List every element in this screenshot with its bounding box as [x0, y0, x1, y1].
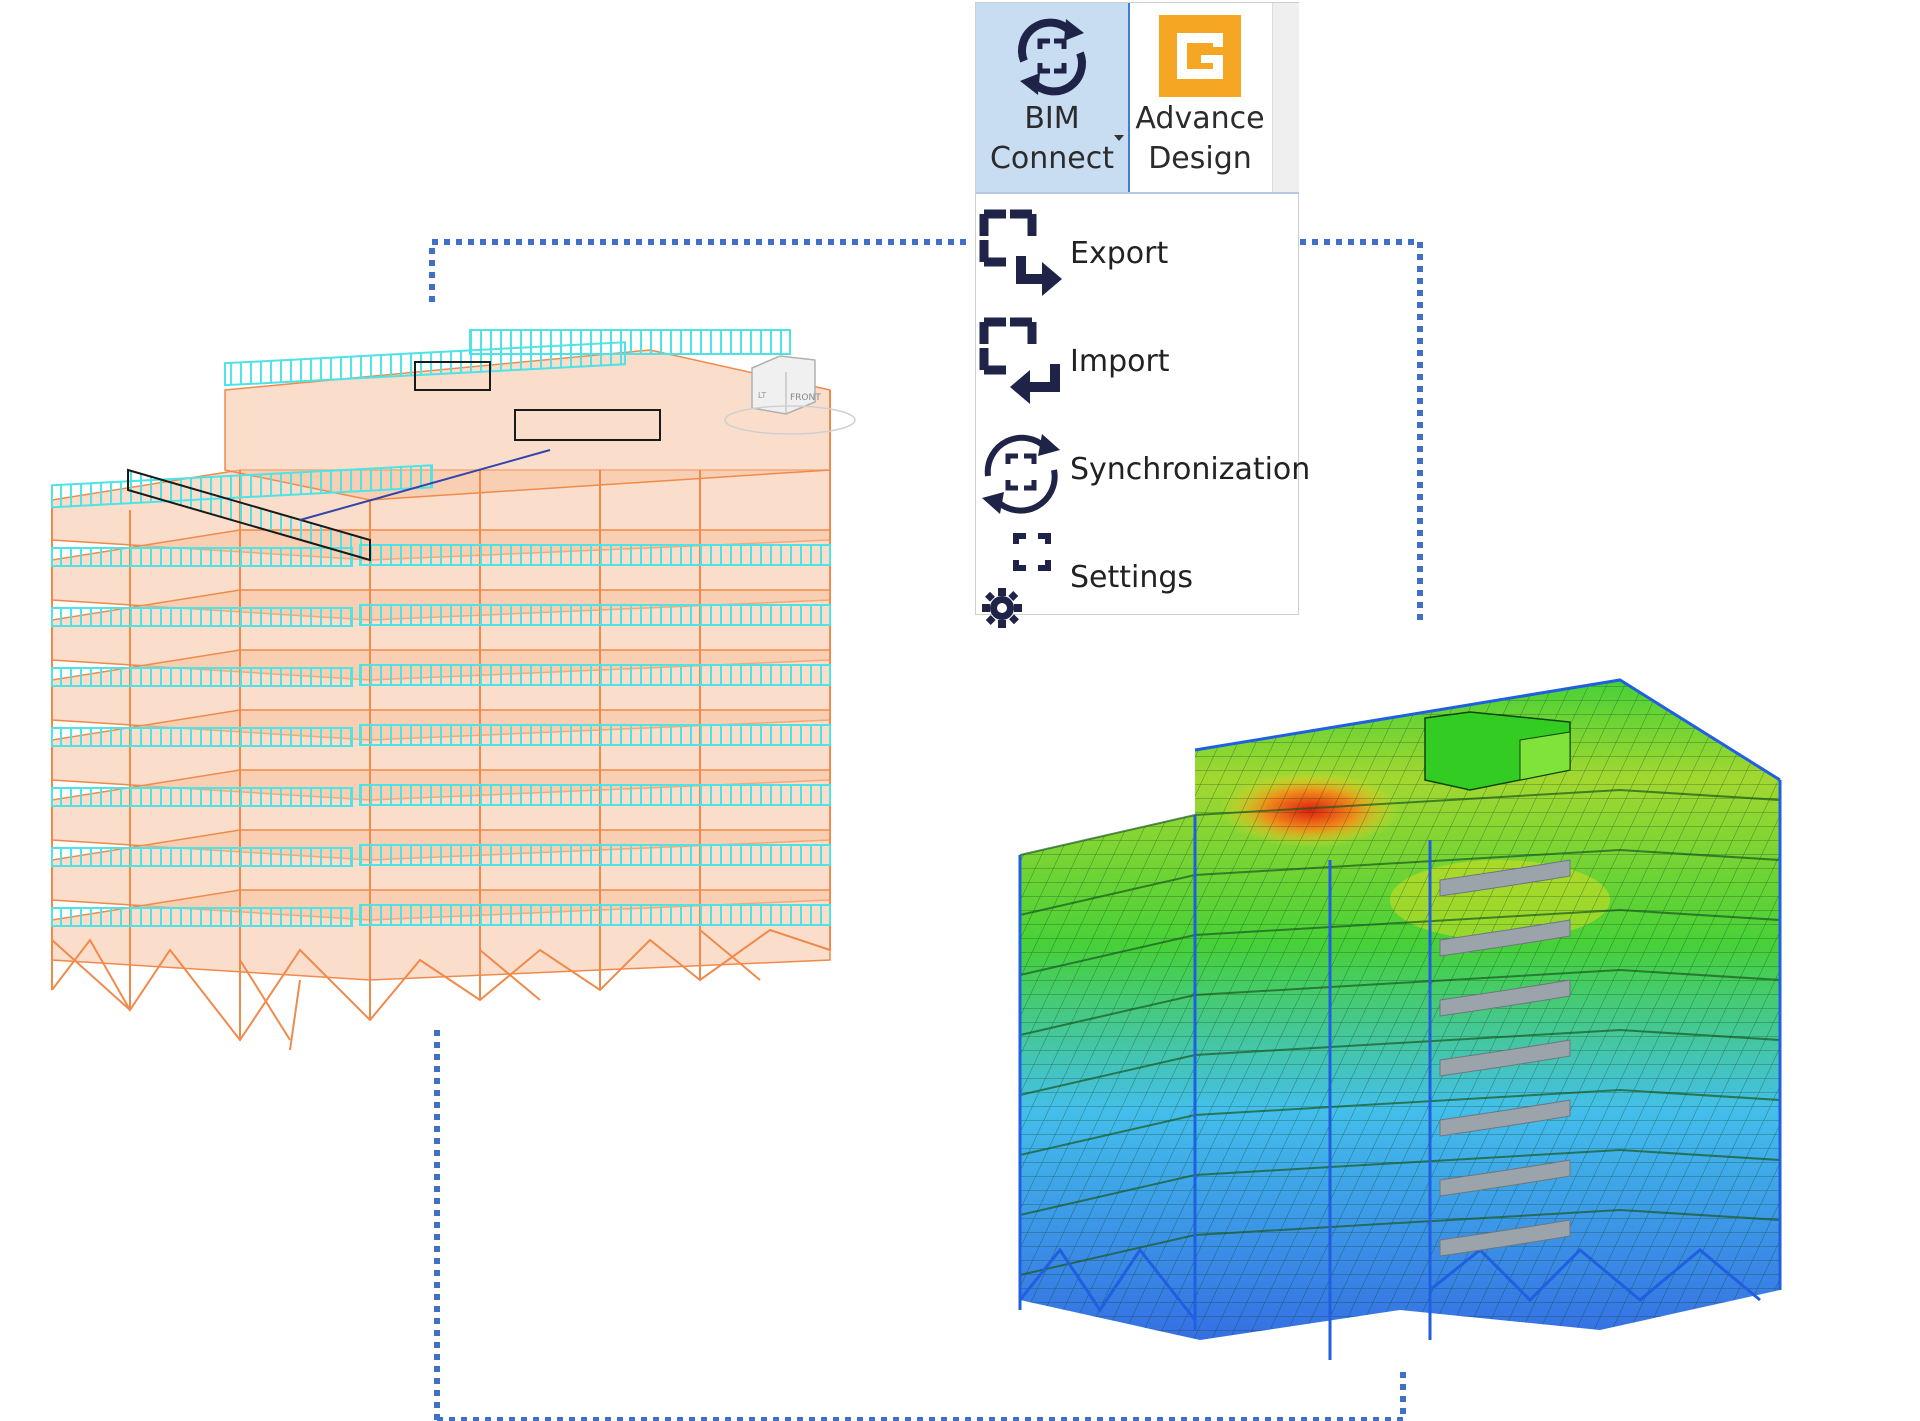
chevron-down-icon[interactable]	[1114, 135, 1124, 141]
advance-design-button[interactable]: Advance Design	[1130, 3, 1270, 193]
menu-item-export-label: Export	[1070, 236, 1169, 271]
menu-item-synchronization[interactable]: Synchronization	[976, 422, 1310, 526]
advance-design-label-line1: Advance	[1135, 101, 1265, 136]
bim-connect-label-line2: Connect	[989, 141, 1115, 176]
menu-item-settings[interactable]: Settings	[976, 530, 1298, 634]
view-cube[interactable]: FRONT LT	[724, 355, 856, 435]
synchronization-icon	[982, 434, 1060, 514]
menu-item-synchronization-label: Synchronization	[1070, 452, 1311, 487]
view-cube-front-label: FRONT	[790, 393, 821, 403]
bim-connect-button[interactable]: BIM Connect	[976, 3, 1130, 193]
view-cube-side-label: LT	[758, 391, 766, 400]
ribbon-overflow-strip	[1272, 3, 1299, 193]
fe-analysis-model-3d	[1018, 678, 1782, 1360]
connector-lines	[429, 239, 1423, 1421]
import-icon	[979, 317, 1060, 404]
menu-item-import-label: Import	[1070, 344, 1170, 379]
settings-gear-icon	[982, 533, 1051, 628]
analytical-model-3d: FRONT LT	[51, 329, 856, 1051]
bim-connect-label-line1: BIM	[1024, 101, 1080, 136]
menu-item-export[interactable]: Export	[976, 206, 1298, 310]
menu-item-import[interactable]: Import	[976, 314, 1298, 418]
bim-connect-sync-icon	[1018, 18, 1086, 96]
advance-design-label-line2: Design	[1148, 141, 1252, 176]
advance-design-logo-icon	[1159, 15, 1241, 97]
bim-connect-dropdown-menu: Export Import Synchronization	[975, 192, 1310, 628]
export-icon	[979, 209, 1062, 296]
menu-item-settings-label: Settings	[1070, 560, 1194, 595]
ribbon-panel: BIM Connect Advance Design	[975, 2, 1299, 193]
